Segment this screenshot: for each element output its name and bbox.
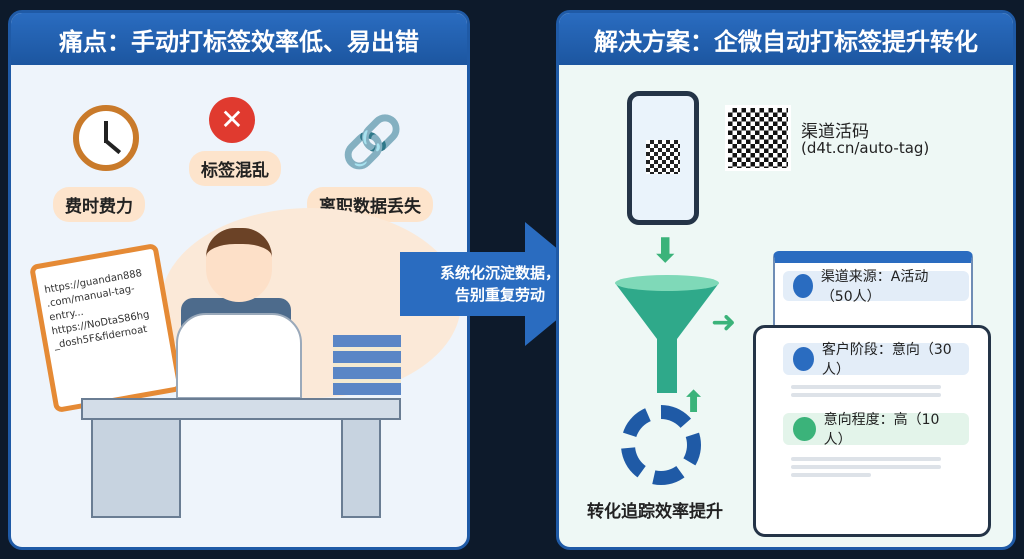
person-shirt — [176, 313, 302, 399]
qr-url: (d4t.cn/auto-tag) — [801, 139, 930, 157]
desk-drawers — [91, 418, 181, 518]
right-arrow-icon: ➜ — [711, 305, 737, 340]
tag-card-stage[interactable]: 客户阶段：意向（30人） — [783, 342, 969, 378]
desk — [81, 398, 401, 420]
qr-code-small-icon — [646, 140, 680, 174]
conversion-label: 转化追踪效率提升 — [587, 502, 723, 522]
arrow-caption: 系统化沉淀数据， 告别重复劳动 — [425, 262, 575, 306]
phone — [627, 91, 699, 225]
worried-person — [206, 228, 272, 302]
pain-point-panel: 痛点：手动打标签效率低、易出错 ✕ 🔗 费时费力 标签混乱 离职数据丢失 htt… — [8, 10, 470, 550]
transition-arrow — [400, 222, 600, 346]
label-tag-chaos: 标签混乱 — [189, 151, 281, 186]
channel-icon — [793, 274, 813, 298]
qr-code-icon — [725, 105, 791, 171]
solution-panel: 解决方案：企微自动打标签提升转化 渠道活码 (d4t.cn/auto-tag) … — [556, 10, 1016, 550]
arrow-caption-line2: 告别重复劳动 — [454, 286, 545, 304]
error-x-icon: ✕ — [209, 97, 255, 143]
book-stack — [333, 335, 401, 395]
tag-card-text: 渠道来源：A活动（50人） — [820, 269, 929, 305]
pain-point-title: 痛点：手动打标签效率低、易出错 — [11, 13, 467, 65]
user-check-icon — [793, 347, 814, 371]
tag-card-intent[interactable]: 意向程度：高（10人） — [783, 412, 969, 448]
arrow-caption-line1: 系统化沉淀数据， — [439, 264, 560, 282]
tag-card-text: 意向程度：高（10人） — [823, 412, 940, 448]
up-arrow-icon: ⬆ — [681, 385, 707, 420]
broken-link-icon: 🔗 — [341, 113, 404, 171]
clock-icon — [73, 105, 139, 171]
qr-label: 渠道活码 — [801, 122, 869, 142]
tag-card-text: 客户阶段：意向（30人） — [821, 342, 952, 378]
solution-title: 解决方案：企微自动打标签提升转化 — [559, 13, 1013, 65]
tag-card-channel[interactable]: 渠道来源：A活动（50人） — [783, 269, 969, 305]
desk-leg — [341, 418, 381, 518]
down-arrow-icon: ⬇ — [651, 231, 680, 271]
clipboard: https://guandan888 .com/manual-tag- entr… — [28, 242, 184, 414]
funnel-icon — [615, 275, 719, 393]
growth-icon — [793, 417, 816, 441]
label-time-consuming: 费时费力 — [53, 187, 145, 222]
